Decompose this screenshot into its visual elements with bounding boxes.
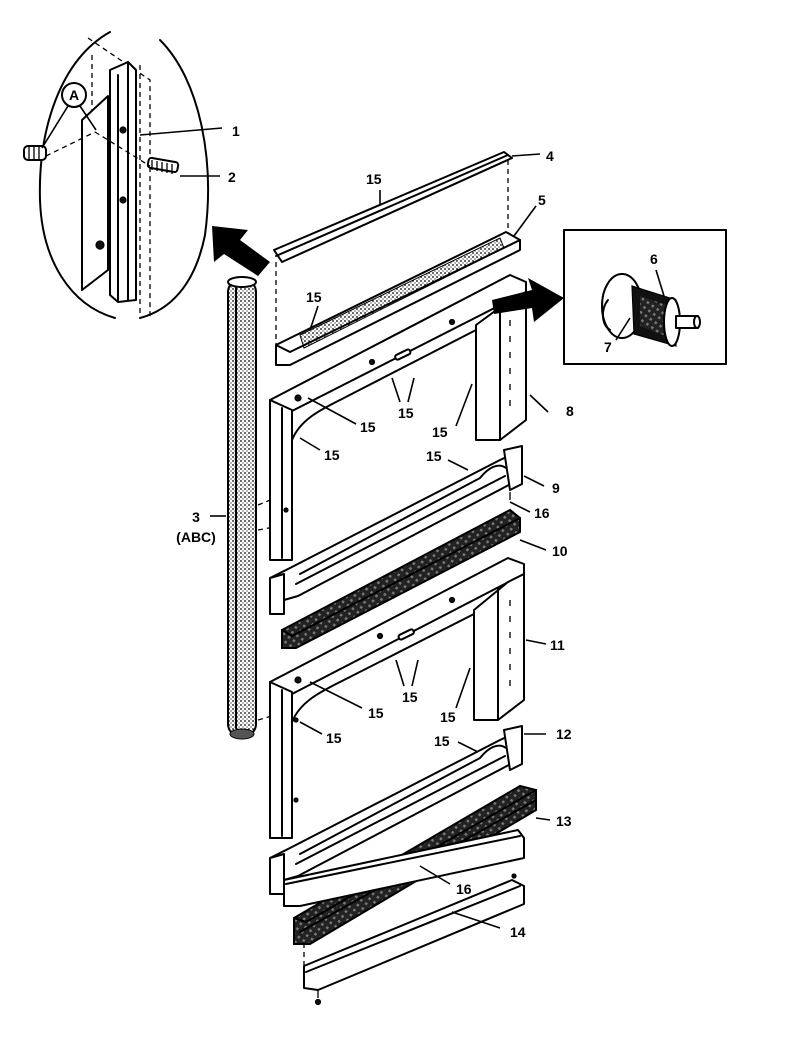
callout-11: 11 xyxy=(550,637,565,653)
callout-9: 9 xyxy=(552,480,560,496)
callout-15-i: 15 xyxy=(326,730,342,746)
screw-part xyxy=(146,156,180,174)
callout-15-g: 15 xyxy=(402,689,418,705)
callout-13: 13 xyxy=(556,813,572,829)
callout-15-e: 15 xyxy=(426,448,442,464)
callout-6: 6 xyxy=(650,251,658,267)
callout-16-b: 16 xyxy=(456,881,472,897)
callout-15-f: 15 xyxy=(368,705,384,721)
callout-7: 7 xyxy=(604,339,612,355)
callout-16-a: 16 xyxy=(534,505,550,521)
callout-15-c: 15 xyxy=(432,424,448,440)
callout-4: 4 xyxy=(546,148,554,164)
callout-1: 1 xyxy=(232,123,240,139)
callout-12: 12 xyxy=(556,726,572,742)
bottom-trim-strip xyxy=(303,879,525,991)
callout-8: 8 xyxy=(566,403,574,419)
callout-10: 10 xyxy=(552,543,568,559)
lower-bottom-rail xyxy=(269,725,523,895)
top-glass-channel xyxy=(275,231,521,366)
knob-arrow-icon xyxy=(492,278,564,322)
callout-15-channel: 15 xyxy=(306,289,322,305)
callout-3-sub: (ABC) xyxy=(176,529,216,545)
upper-door-seal xyxy=(281,508,521,649)
lower-door-frame xyxy=(269,557,525,839)
callout-2: 2 xyxy=(228,169,236,185)
detail-arrow-icon xyxy=(212,226,270,276)
callout-15-top: 15 xyxy=(366,171,382,187)
hinge-detail-view: A xyxy=(23,31,209,320)
callout-14: 14 xyxy=(510,924,526,940)
callout-15-j: 15 xyxy=(434,733,450,749)
hinge-rod xyxy=(227,276,257,740)
top-trim-strip xyxy=(273,151,513,263)
callout-15-h: 15 xyxy=(440,709,456,725)
callout-5: 5 xyxy=(538,192,546,208)
bolt-part xyxy=(23,145,47,161)
detail-marker-circle xyxy=(61,82,87,108)
detail-marker-label: A xyxy=(69,87,79,103)
callout-15-b: 15 xyxy=(398,405,414,421)
bottom-channel xyxy=(283,829,525,907)
callout-3: 3 xyxy=(192,509,200,525)
upper-bottom-rail xyxy=(269,445,523,615)
knob-detail-box xyxy=(563,229,727,365)
callout-15-d: 15 xyxy=(324,447,340,463)
callout-15-a: 15 xyxy=(360,419,376,435)
